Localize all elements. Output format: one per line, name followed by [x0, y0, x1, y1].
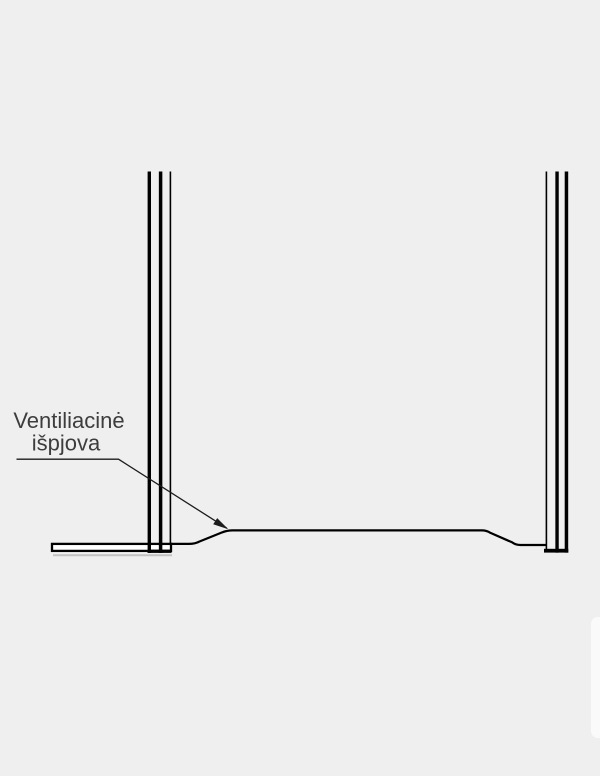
svg-text:išpjova: išpjova	[32, 431, 101, 456]
svg-text:Ventiliacinė: Ventiliacinė	[13, 408, 124, 433]
